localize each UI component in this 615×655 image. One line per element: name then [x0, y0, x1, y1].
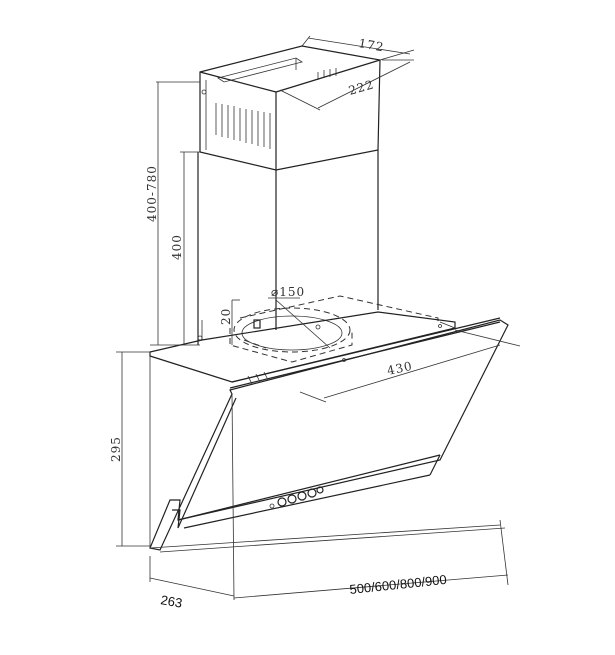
control-knobs [269, 486, 324, 509]
duct-collar [229, 295, 439, 363]
dim-chimney-height-range: 400-780 [145, 165, 159, 222]
dim-chimney-depth: 172 [357, 36, 385, 54]
lower-chimney [197, 150, 379, 345]
dim-chimney-lower-height: 400 [170, 234, 184, 260]
glass-panel [149, 319, 509, 553]
dim-canopy-depth: 430 [386, 359, 414, 378]
dim-duct-offset: 20 [219, 308, 233, 325]
dim-hood-depth: 263 [159, 592, 183, 611]
dim-duct-diameter: ⌀150 [271, 285, 305, 299]
dim-chimney-width: 222 [347, 77, 376, 98]
dim-hood-height: 295 [109, 436, 123, 462]
dimension-lines [116, 35, 521, 601]
canopy-top [149, 311, 501, 389]
upper-chimney [199, 45, 381, 171]
dim-hood-widths: 500/600/800/900 [349, 572, 448, 597]
